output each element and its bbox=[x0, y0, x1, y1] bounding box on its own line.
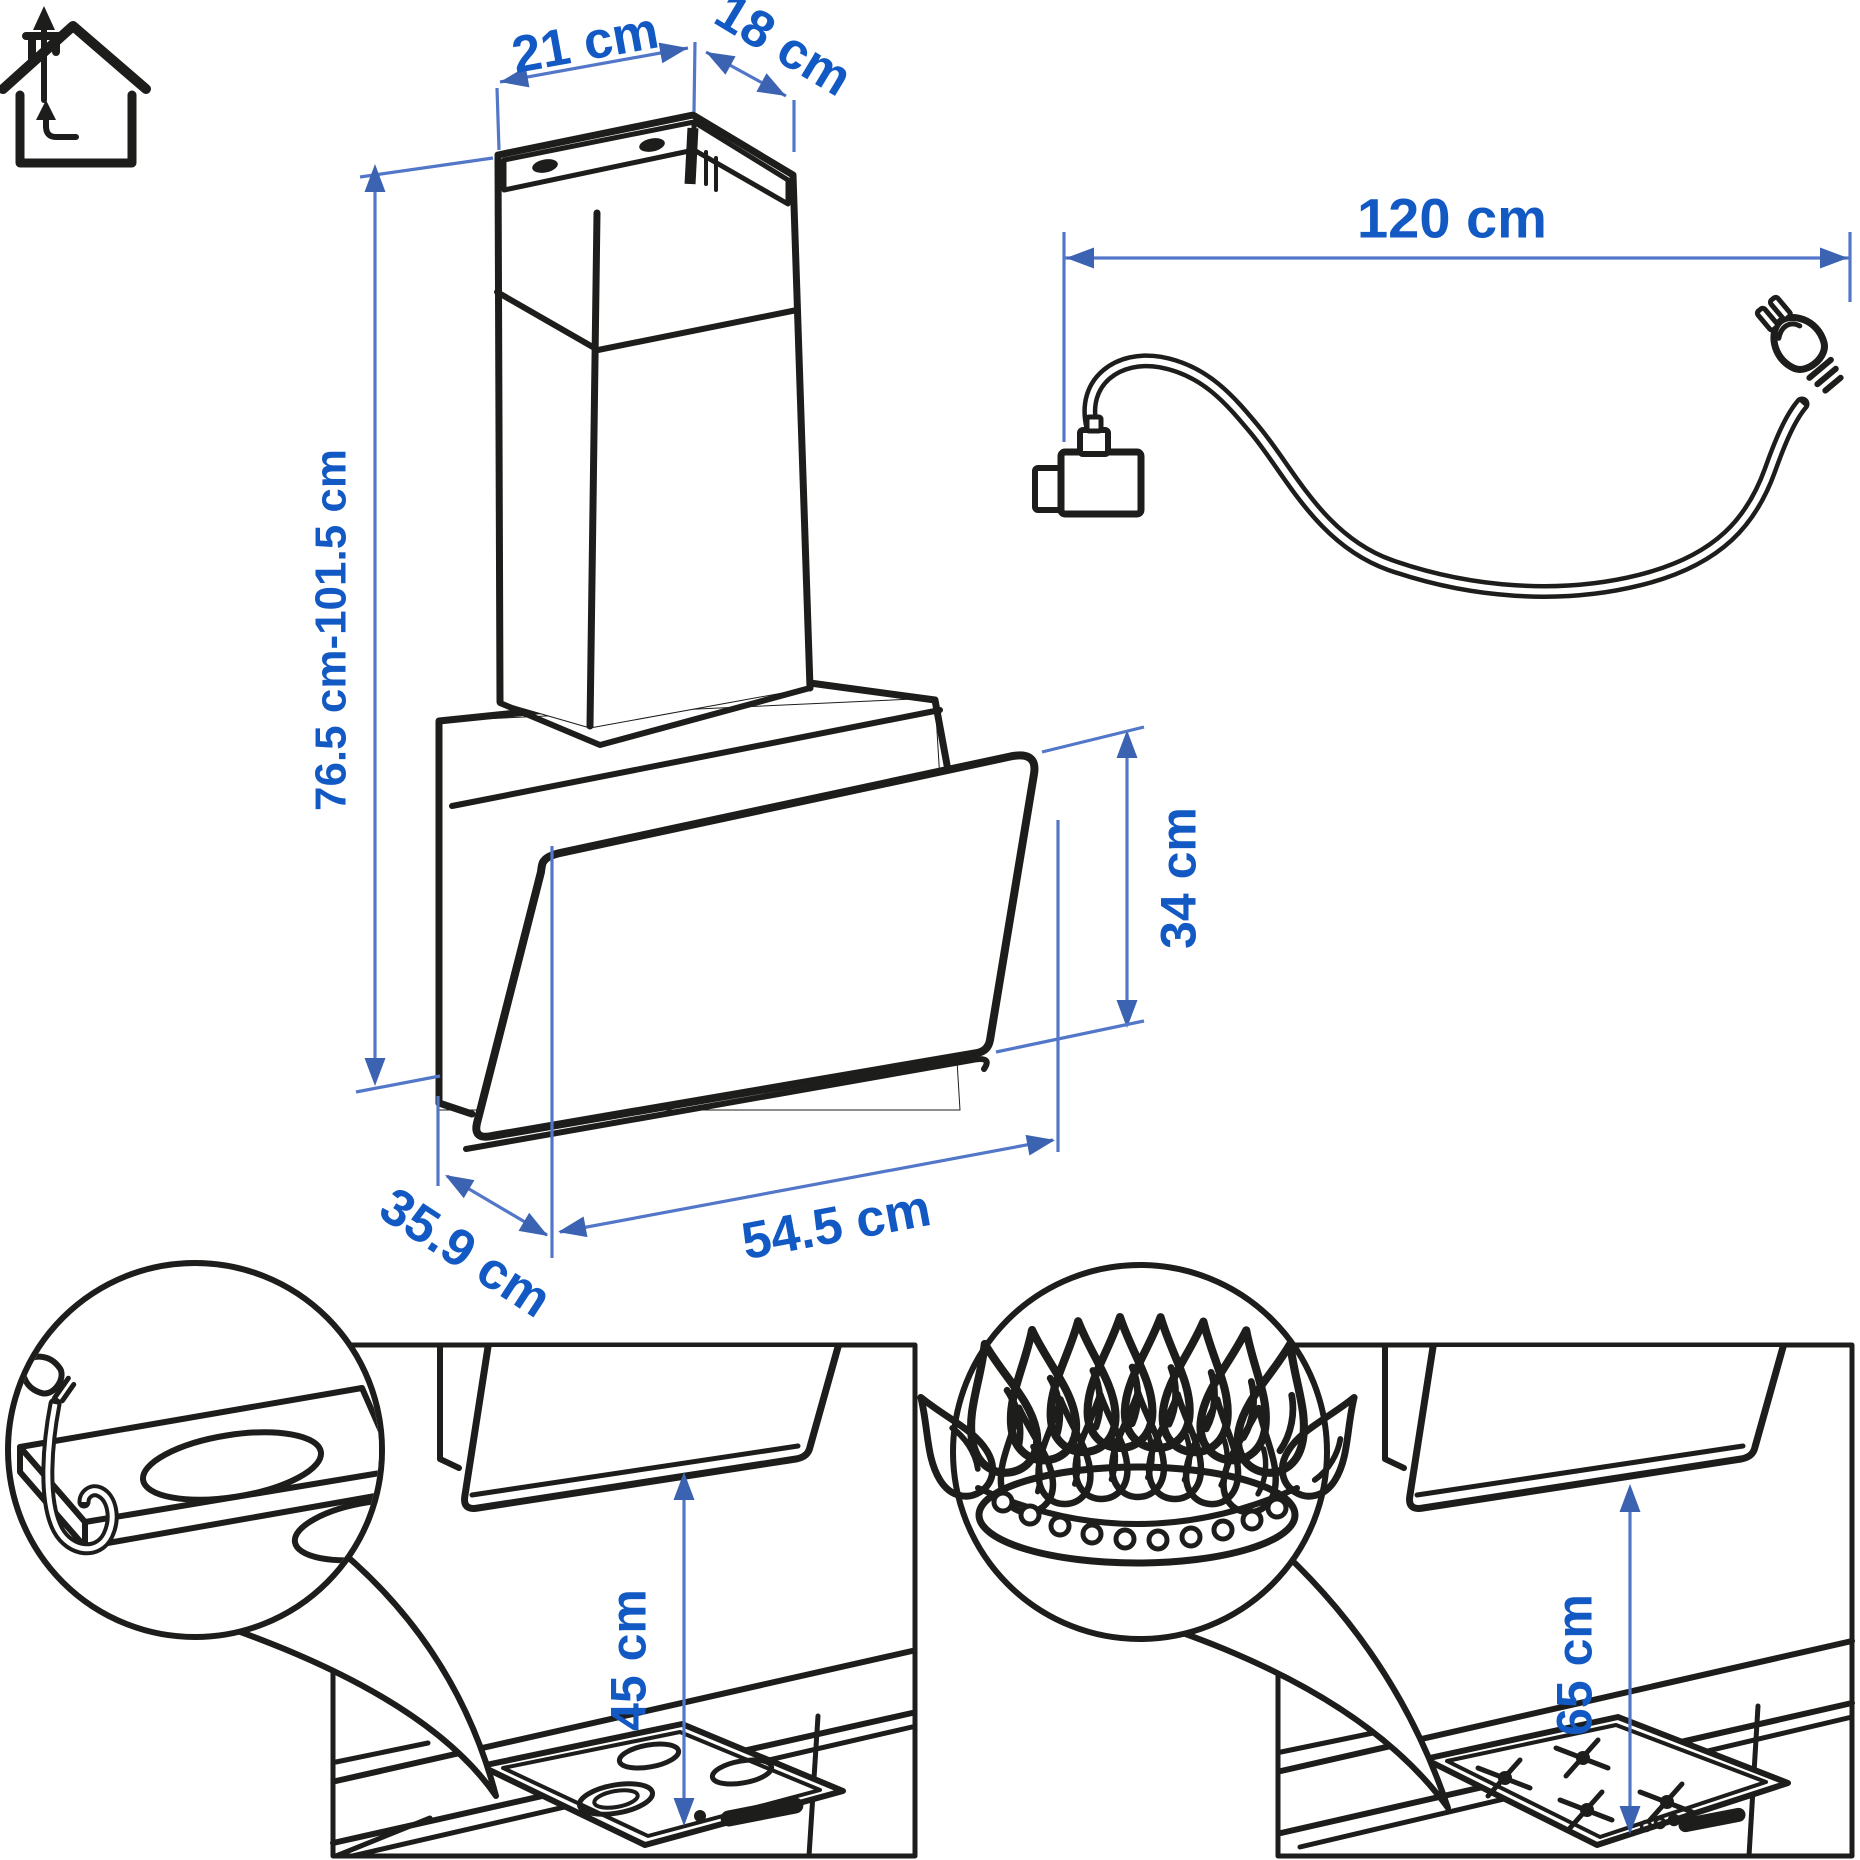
worktop-plug-icon bbox=[11, 1341, 379, 1564]
chimney-width-label: 21 cm bbox=[507, 1, 662, 84]
depth-label: 35.9 cm bbox=[370, 1177, 562, 1330]
glass-height-label: 34 cm bbox=[1151, 807, 1207, 949]
gas-hob-scene: 65 cm bbox=[1275, 1342, 1855, 1859]
chimney-duct bbox=[494, 111, 814, 748]
gas-clearance-label: 65 cm bbox=[1547, 1594, 1603, 1736]
height-range-label: 76.5 cm-101.5 cm bbox=[306, 449, 355, 811]
electric-callout-bubble bbox=[5, 1260, 499, 1799]
power-cord-illustration: 120 cm bbox=[1032, 187, 1852, 599]
dimension-glass-height: 34 cm bbox=[995, 725, 1207, 1054]
chimney-depth-label: 18 cm bbox=[705, 0, 861, 108]
schuko-plug-icon bbox=[1754, 294, 1844, 394]
hood-illustration bbox=[435, 111, 1039, 1152]
glass-front-panel bbox=[463, 751, 1039, 1152]
gas-callout-bubble bbox=[897, 1262, 1451, 1811]
house-extraction-vent-icon bbox=[0, 6, 151, 168]
electric-hob bbox=[478, 1721, 846, 1848]
electric-hob-scene: 45 cm bbox=[330, 1342, 918, 1859]
electric-clearance-label: 45 cm bbox=[601, 1589, 657, 1731]
gas-hob bbox=[1422, 1714, 1791, 1848]
cord-length-label: 120 cm bbox=[1357, 187, 1547, 250]
dimension-height-range: 76.5 cm-101.5 cm bbox=[306, 164, 441, 1094]
gas-burner-flames-icon bbox=[897, 1316, 1377, 1567]
cord-connector bbox=[1032, 414, 1145, 518]
